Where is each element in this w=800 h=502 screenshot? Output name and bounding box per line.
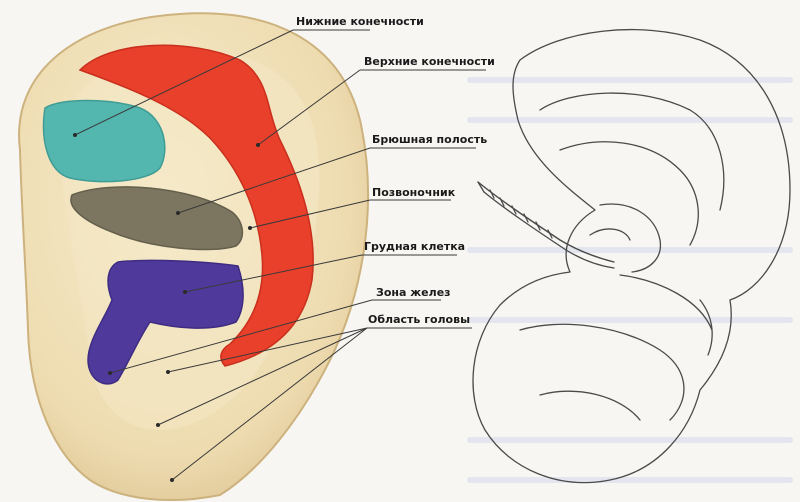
zone-chest <box>87 259 244 385</box>
label-spine: Позвоночник <box>372 186 456 199</box>
leader-dots <box>73 133 260 482</box>
fetus-outline-icon <box>472 28 791 484</box>
ear-illustration <box>18 12 486 501</box>
label-abdominal: Брюшная полость <box>372 133 487 146</box>
zone-labels: Нижние конечности Верхние конечности Брю… <box>296 15 495 326</box>
zone-spine <box>70 186 244 251</box>
zone-lower-limbs <box>42 99 166 183</box>
background-text-lines <box>467 77 793 483</box>
label-lower-limbs: Нижние конечности <box>296 15 424 28</box>
zone-upper-limbs <box>78 44 314 367</box>
label-upper-limbs: Верхние конечности <box>364 55 495 68</box>
leader-lines <box>74 29 486 481</box>
label-head: Область головы <box>368 313 470 326</box>
label-chest: Грудная клетка <box>364 240 465 253</box>
label-glands: Зона желез <box>376 286 451 299</box>
